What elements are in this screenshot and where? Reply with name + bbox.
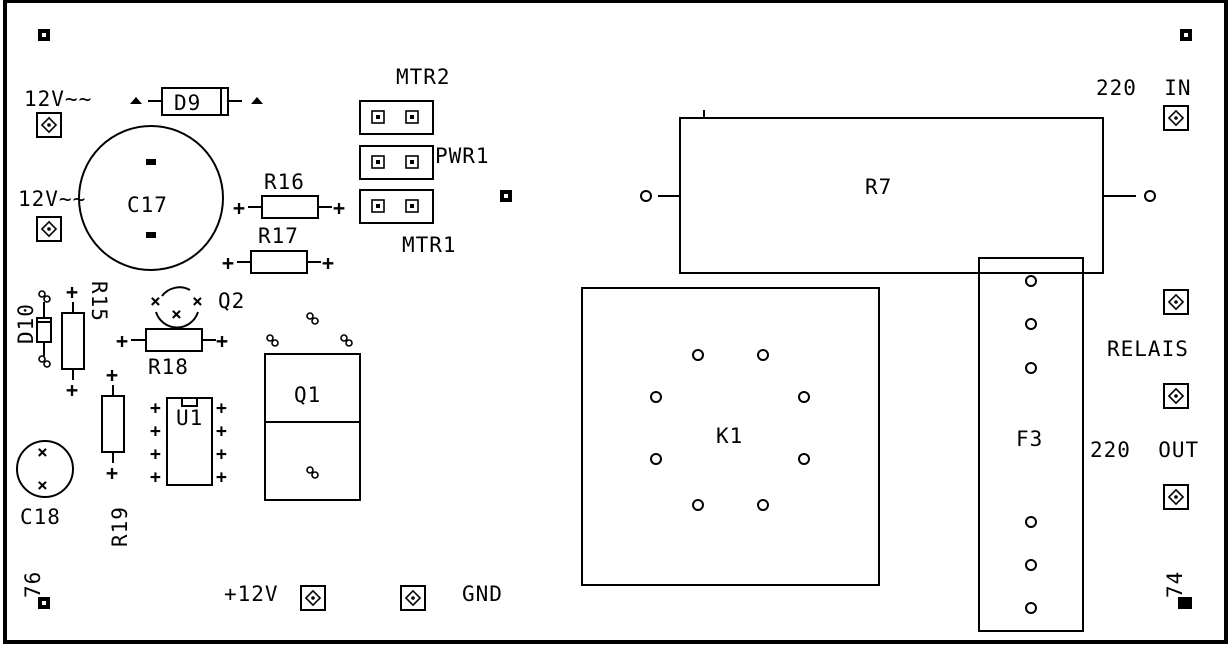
- svg-text:×: ×: [171, 304, 182, 325]
- u1-label: U1: [176, 406, 203, 430]
- svg-text:+: +: [216, 444, 227, 465]
- svg-text:+: +: [106, 363, 118, 387]
- c17-label: C17: [127, 193, 168, 217]
- relay-k1: [581, 287, 880, 586]
- svg-text:×: ×: [37, 475, 48, 496]
- resistor-r19: + +: [101, 363, 125, 485]
- svg-text:+: +: [222, 251, 234, 275]
- mtr2-label: MTR2: [396, 65, 451, 89]
- svg-text:+: +: [66, 378, 78, 402]
- svg-text:+: +: [322, 251, 334, 275]
- mtr1-label: MTR1: [402, 233, 457, 257]
- via-pad-center: [500, 190, 512, 202]
- ac12v-mid-pad: [36, 216, 62, 242]
- svg-text:+: +: [216, 467, 227, 488]
- c18-label: C18: [20, 505, 61, 529]
- transistor-q1: [264, 312, 361, 501]
- resistor-r15: + +: [61, 280, 85, 402]
- q1-label: Q1: [294, 383, 321, 407]
- diode-d10: [36, 290, 52, 368]
- gnd-label: GND: [462, 582, 503, 606]
- board-outline: [3, 0, 1228, 644]
- r15-label: R15: [87, 281, 111, 322]
- mounting-pad-top-right: [1180, 29, 1192, 41]
- fuse-holder-f3: [978, 257, 1084, 632]
- plus12v-label: +12V: [224, 582, 279, 606]
- r16-label: R16: [264, 170, 305, 194]
- resistor-r18: + +: [116, 328, 228, 353]
- ic-u1: ++++ ++++: [150, 397, 227, 488]
- svg-text:+: +: [66, 280, 78, 304]
- pwr1-label: PWR1: [435, 144, 490, 168]
- c17-pad-minus: [146, 232, 156, 238]
- mounting-pad-top-left: [38, 29, 50, 41]
- out220-pad: [1163, 484, 1189, 510]
- svg-text:+: +: [150, 444, 161, 465]
- k1-label: K1: [716, 424, 743, 448]
- plus12v-pad: [300, 585, 326, 611]
- r19-label: R19: [108, 506, 132, 547]
- r18-label: R18: [148, 355, 189, 379]
- connector-mtr1: [359, 189, 434, 224]
- ac12v-mid-label: 12V~~: [18, 187, 86, 211]
- resistor-r16: + +: [233, 195, 345, 220]
- diode-d9: [130, 87, 263, 116]
- mark-76: 76: [21, 571, 45, 598]
- svg-text:+: +: [216, 421, 227, 442]
- mounting-pad-bottom-right: [1178, 597, 1192, 609]
- resistor-r7: [640, 110, 1156, 274]
- in220-pad: [1163, 105, 1189, 131]
- ac12v-top-pad: [36, 112, 62, 138]
- svg-text:+: +: [216, 329, 228, 353]
- svg-text:×: ×: [150, 291, 161, 312]
- d9-label: D9: [174, 91, 201, 115]
- in220-label: 220 IN: [1096, 76, 1192, 100]
- relais-pad-2: [1163, 383, 1189, 409]
- ac12v-top-label: 12V~~: [24, 87, 92, 111]
- svg-text:×: ×: [37, 442, 48, 463]
- resistor-r17: + +: [222, 250, 334, 275]
- mounting-pad-bottom-left: [38, 597, 50, 609]
- svg-text:+: +: [116, 329, 128, 353]
- relais-label: RELAIS: [1107, 337, 1189, 361]
- svg-text:+: +: [150, 398, 161, 419]
- mark-74: 74: [1163, 571, 1187, 598]
- c17-pad-plus: [146, 159, 156, 165]
- d10-label: D10: [14, 303, 38, 344]
- f3-label: F3: [1016, 427, 1043, 451]
- svg-text:+: +: [233, 196, 245, 220]
- capacitor-c18: × ×: [16, 440, 74, 498]
- relais-pad-1: [1163, 289, 1189, 315]
- transistor-q2: × × ×: [150, 286, 203, 329]
- capacitor-c17: [78, 125, 224, 271]
- svg-text:+: +: [150, 421, 161, 442]
- svg-text:+: +: [150, 467, 161, 488]
- connector-mtr2: [359, 100, 434, 135]
- svg-text:+: +: [216, 398, 227, 419]
- svg-text:×: ×: [192, 291, 203, 312]
- connector-pwr1: [359, 145, 434, 180]
- svg-text:+: +: [106, 461, 118, 485]
- q2-label: Q2: [218, 289, 245, 313]
- r17-label: R17: [258, 224, 299, 248]
- svg-text:+: +: [333, 196, 345, 220]
- r7-label: R7: [865, 175, 892, 199]
- out220-label: 220 OUT: [1090, 438, 1199, 462]
- gnd-pad: [400, 585, 426, 611]
